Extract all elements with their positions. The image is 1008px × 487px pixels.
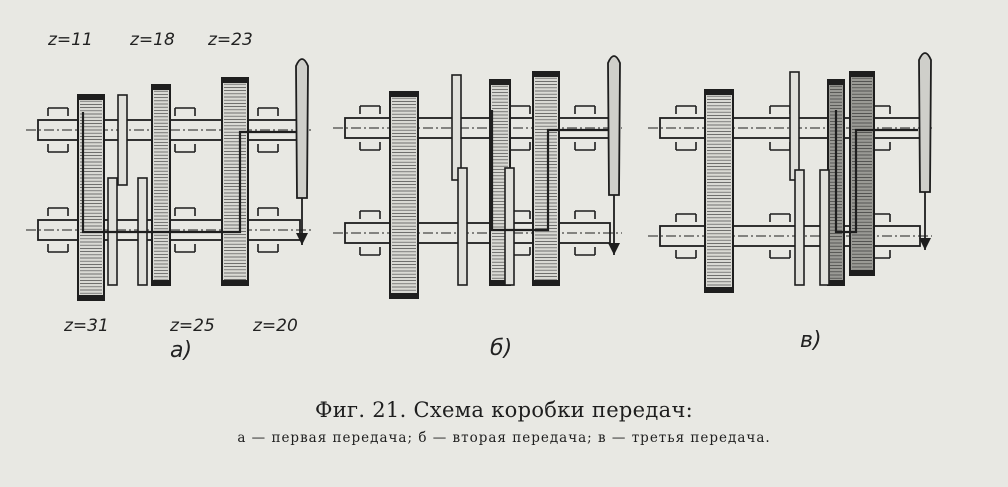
bearing-top — [574, 105, 596, 114]
bearing-bottom — [359, 247, 381, 256]
power-flow-path — [81, 112, 298, 234]
subfigure-label-v: в) — [800, 328, 822, 353]
bearing-top — [509, 105, 531, 114]
bearing-top — [174, 107, 196, 116]
figure-caption-legend: а — первая передача; б — вторая передача… — [237, 430, 771, 446]
lever-handle — [607, 55, 621, 196]
clutch-sleeve — [794, 169, 805, 286]
clutch-sleeve — [451, 74, 462, 181]
bearing-bottom — [174, 144, 196, 153]
gearbox-panel-b — [333, 55, 622, 299]
bearing-bottom — [675, 142, 697, 151]
gearbox-diagram — [26, 52, 932, 301]
gear-rim-top — [704, 90, 734, 95]
gear-icon — [151, 84, 171, 286]
gear-icon — [389, 91, 419, 299]
lever-handle — [295, 58, 309, 199]
bearing-top — [47, 207, 69, 216]
bearing-top — [257, 207, 279, 216]
subfigure-label-b: б) — [490, 336, 513, 361]
bearing-bottom — [509, 142, 531, 151]
gear-rim-bottom — [827, 280, 845, 285]
lever-handle — [918, 52, 932, 193]
gear-label-z23: z=23 — [208, 30, 253, 50]
bearing-top — [359, 105, 381, 114]
gear-icon — [532, 71, 560, 286]
clutch-sleeve — [457, 167, 468, 286]
gear-rim-top — [849, 72, 875, 77]
arrow-down-icon — [919, 238, 931, 250]
bearing-top — [769, 105, 791, 114]
clutch-sleeve — [504, 167, 515, 286]
bearing-top — [47, 107, 69, 116]
gear-rim-top — [532, 72, 560, 77]
gear-rim-bottom — [704, 287, 734, 292]
gear-rim-top — [77, 95, 105, 100]
gear-rim-top — [827, 80, 845, 85]
bearing-bottom — [47, 244, 69, 253]
gearbox-panel-v — [648, 52, 932, 293]
gear-rim-top — [389, 92, 419, 97]
figure-caption-title: Фиг. 21. Схема коробки передач: — [314, 398, 694, 422]
bearing-bottom — [47, 144, 69, 153]
bearing-top — [675, 105, 697, 114]
bearing-bottom — [574, 247, 596, 256]
arrow-down-icon — [296, 233, 308, 245]
bearing-top — [359, 210, 381, 219]
gear-rim-bottom — [389, 293, 419, 298]
bearing-bottom — [574, 142, 596, 151]
gear-rim-top — [221, 78, 249, 83]
power-flow-path — [490, 110, 608, 232]
gear-rim-bottom — [77, 295, 105, 300]
bearing-top — [769, 213, 791, 222]
bearing-bottom — [769, 250, 791, 259]
bearing-top — [257, 107, 279, 116]
gear-rim-bottom — [221, 280, 249, 285]
gear-rim-bottom — [151, 280, 171, 285]
clutch-sleeve — [789, 71, 800, 181]
bearing-bottom — [359, 142, 381, 151]
subfigure-label-a: а) — [170, 338, 193, 363]
bearing-bottom — [769, 142, 791, 151]
gear-label-z20: z=20 — [253, 316, 298, 336]
gear-rim-top — [151, 85, 171, 90]
gear-rim-bottom — [489, 280, 511, 285]
gear-icon — [704, 89, 734, 293]
gear-label-z11: z=11 — [48, 30, 93, 50]
gear-rim-bottom — [849, 270, 875, 275]
bearing-bottom — [675, 250, 697, 259]
gear-rim-top — [489, 80, 511, 85]
clutch-sleeve — [819, 169, 830, 286]
clutch-sleeve — [117, 94, 128, 186]
bearing-bottom — [257, 244, 279, 253]
bearing-bottom — [257, 144, 279, 153]
gear-label-z31: z=31 — [64, 316, 109, 336]
bearing-top — [675, 213, 697, 222]
bearing-bottom — [174, 244, 196, 253]
bearing-top — [174, 207, 196, 216]
power-flow-path — [834, 110, 918, 234]
arrow-down-icon — [608, 243, 620, 255]
gear-rim-bottom — [532, 280, 560, 285]
bearing-top — [574, 210, 596, 219]
gear-label-z18: z=18 — [130, 30, 175, 50]
gearbox-panel-a — [26, 58, 312, 301]
gear-label-z25: z=25 — [170, 316, 215, 336]
